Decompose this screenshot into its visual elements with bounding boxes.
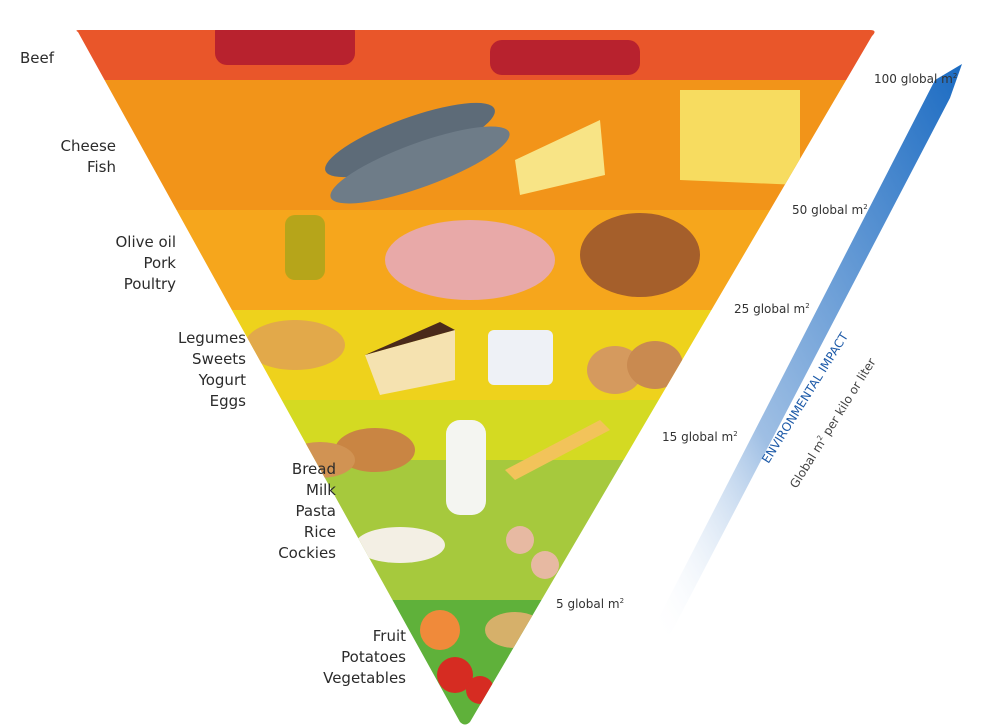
- group-label-cheese-fish: Cheese Fish: [20, 136, 116, 178]
- scale-label-25: 25 global m2: [734, 302, 810, 316]
- scale-label-50: 50 global m2: [792, 203, 868, 217]
- group-label-oil-pork-poultry: Olive oil Pork Poultry: [20, 232, 176, 295]
- scale-label-5: 5 global m2: [556, 597, 624, 611]
- fruit-illustration: [420, 610, 460, 650]
- rice-illustration: [355, 527, 445, 563]
- milk-illustration: [446, 420, 486, 515]
- group-label-fruit-veg: Fruit Potatoes Vegetables: [20, 626, 406, 689]
- group-label-legumes-sweets: Legumes Sweets Yogurt Eggs: [20, 328, 246, 412]
- group-label-bread-pasta: Bread Milk Pasta Rice Cockies: [20, 459, 336, 564]
- legumes-illustration: [245, 320, 345, 370]
- scale-label-100: 100 global m2: [874, 72, 957, 86]
- pork-illustration: [385, 220, 555, 300]
- yogurt-illustration: [488, 330, 553, 385]
- scale-label-15: 15 global m2: [662, 430, 738, 444]
- potatoes-illustration: [485, 612, 545, 648]
- group-label-beef: Beef: [20, 48, 54, 69]
- olive-oil-illustration: [285, 215, 325, 280]
- poultry-illustration: [580, 213, 700, 297]
